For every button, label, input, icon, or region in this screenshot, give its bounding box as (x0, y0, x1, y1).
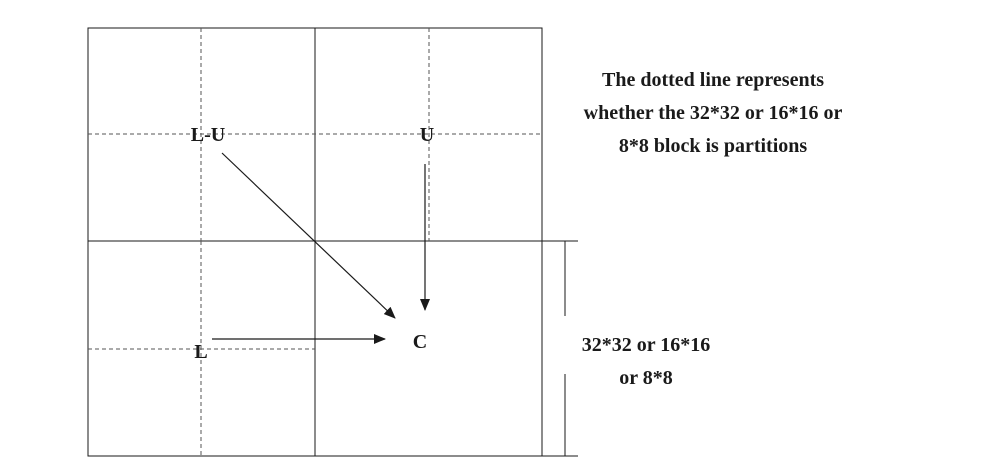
partition-note: The dotted line represents whether the 3… (584, 69, 843, 157)
note-line-2: whether the 32*32 or 16*16 or (584, 102, 843, 124)
size-label-line-2: or 8*8 (619, 367, 673, 389)
partition-dotted-lines (88, 28, 542, 456)
size-label: 32*32 or 16*16 or 8*8 (582, 334, 711, 389)
prediction-arrows (212, 152, 430, 344)
note-line-3: 8*8 block is partitions (619, 135, 808, 157)
size-bracket (542, 240, 578, 457)
note-line-1: The dotted line represents (602, 69, 824, 91)
label-current: C (413, 331, 427, 353)
arrow-lu-to-c (221, 152, 396, 319)
size-label-line-1: 32*32 or 16*16 (582, 334, 711, 356)
label-left: L (194, 341, 207, 363)
label-upper: U (420, 124, 434, 146)
label-left-upper: L-U (191, 124, 225, 146)
